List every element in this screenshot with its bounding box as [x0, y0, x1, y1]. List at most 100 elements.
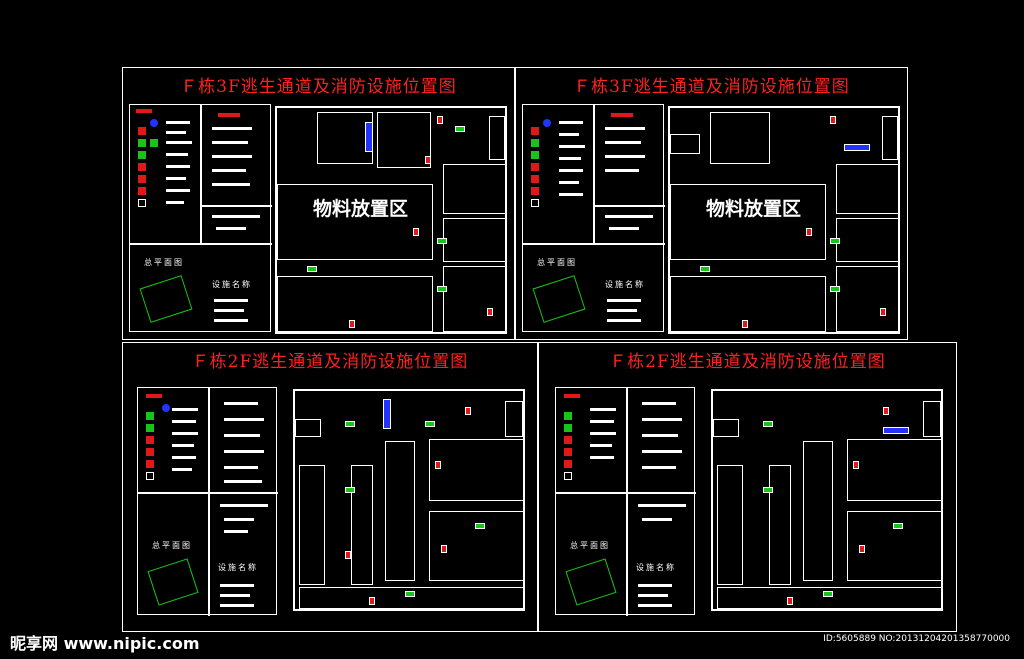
legend-text — [166, 153, 188, 156]
exit-sign-icon — [437, 286, 447, 292]
legend-heading: 设施名称 — [605, 280, 645, 289]
drawing-sheet-2f-right: Ｆ栋2F逃生通道及消防设施位置图 总平面图 设施名称 — [538, 342, 957, 632]
room — [836, 164, 900, 214]
legend-text — [590, 408, 616, 411]
exit-sign-icon — [345, 487, 355, 493]
legend-text — [642, 402, 676, 405]
legend-text — [212, 141, 248, 144]
room — [717, 587, 943, 609]
legend-symbol — [564, 424, 572, 432]
room — [710, 112, 770, 164]
site-plan-label: 总平面图 — [570, 541, 610, 550]
legend-text — [642, 518, 672, 521]
fire-extinguisher-icon — [853, 461, 859, 469]
room — [443, 164, 507, 214]
legend-text — [212, 169, 246, 172]
legend-text — [166, 131, 186, 134]
legend-symbol — [611, 113, 633, 117]
floor-plan — [711, 389, 943, 611]
room — [670, 184, 826, 260]
room — [377, 112, 431, 168]
legend-symbol — [146, 460, 154, 468]
legend-text — [559, 145, 585, 148]
legend-text — [559, 193, 583, 196]
fire-extinguisher-icon — [349, 320, 355, 328]
exit-sign-icon — [830, 286, 840, 292]
legend-symbol — [138, 175, 146, 183]
legend-symbol — [543, 119, 551, 127]
room — [505, 401, 523, 437]
floor-plan: 物料放置区 — [668, 106, 900, 334]
legend-divider — [593, 105, 595, 243]
legend-symbol — [138, 199, 146, 207]
room — [277, 184, 433, 260]
sheet-title: Ｆ栋2F逃生通道及消防设施位置图 — [609, 352, 886, 372]
exit-sign-icon — [763, 487, 773, 493]
stair-marker — [365, 122, 373, 152]
stair-marker — [383, 399, 391, 429]
legend-symbol — [564, 436, 572, 444]
legend-text — [212, 215, 260, 218]
exit-sign-icon — [455, 126, 465, 132]
zone-label: 物料放置区 — [706, 198, 802, 220]
legend-divider — [208, 388, 210, 492]
legend-text — [224, 466, 258, 469]
legend-text — [214, 319, 248, 322]
legend-symbol — [564, 412, 572, 420]
fire-extinguisher-icon — [787, 597, 793, 605]
legend-text — [224, 518, 254, 521]
fire-extinguisher-icon — [425, 156, 431, 164]
fire-extinguisher-icon — [742, 320, 748, 328]
exit-sign-icon — [763, 421, 773, 427]
watermark-site: 昵享网 www.nipic.com — [10, 634, 200, 653]
room — [443, 218, 507, 262]
room — [299, 465, 325, 585]
sheet-title: Ｆ栋2F逃生通道及消防设施位置图 — [191, 352, 469, 372]
room — [489, 116, 505, 160]
legend-divider — [626, 492, 628, 616]
legend-symbol — [146, 448, 154, 456]
room — [429, 511, 525, 581]
exit-sign-icon — [700, 266, 710, 272]
legend-heading: 设施名称 — [218, 563, 258, 572]
fire-extinguisher-icon — [487, 308, 493, 316]
legend-text — [166, 189, 190, 192]
site-plan-label: 总平面图 — [144, 258, 184, 267]
fire-extinguisher-icon — [345, 551, 351, 559]
stair-marker — [844, 144, 870, 151]
floor-plan: 物料放置区 — [275, 106, 507, 334]
zone-label: 物料放置区 — [313, 198, 409, 220]
legend-symbol — [146, 436, 154, 444]
legend-text — [224, 434, 260, 437]
exit-sign-icon — [823, 591, 833, 597]
room — [443, 266, 507, 332]
legend-text — [559, 157, 581, 160]
legend-text — [220, 584, 254, 587]
legend-text — [590, 444, 612, 447]
legend-divider — [200, 105, 202, 243]
legend-text — [224, 480, 262, 483]
legend-text — [224, 450, 264, 453]
legend-text — [590, 456, 614, 459]
room — [803, 441, 833, 581]
legend-text — [212, 183, 250, 186]
legend-text — [638, 594, 668, 597]
fire-extinguisher-icon — [369, 597, 375, 605]
room — [351, 465, 373, 585]
site-plan-label: 总平面图 — [537, 258, 577, 267]
fire-extinguisher-icon — [435, 461, 441, 469]
room — [717, 465, 743, 585]
legend-text — [224, 418, 264, 421]
legend-text — [166, 121, 190, 124]
legend-text — [638, 604, 672, 607]
legend-symbol — [146, 412, 154, 420]
legend-symbol — [218, 113, 240, 117]
legend-symbol — [138, 139, 146, 147]
legend-text — [642, 418, 682, 421]
legend-panel: 总平面图 设施名称 — [555, 387, 696, 616]
exit-sign-icon — [405, 591, 415, 597]
legend-symbol — [136, 109, 152, 113]
legend-text — [220, 604, 254, 607]
legend-text — [559, 133, 579, 136]
legend-heading: 设施名称 — [212, 280, 252, 289]
